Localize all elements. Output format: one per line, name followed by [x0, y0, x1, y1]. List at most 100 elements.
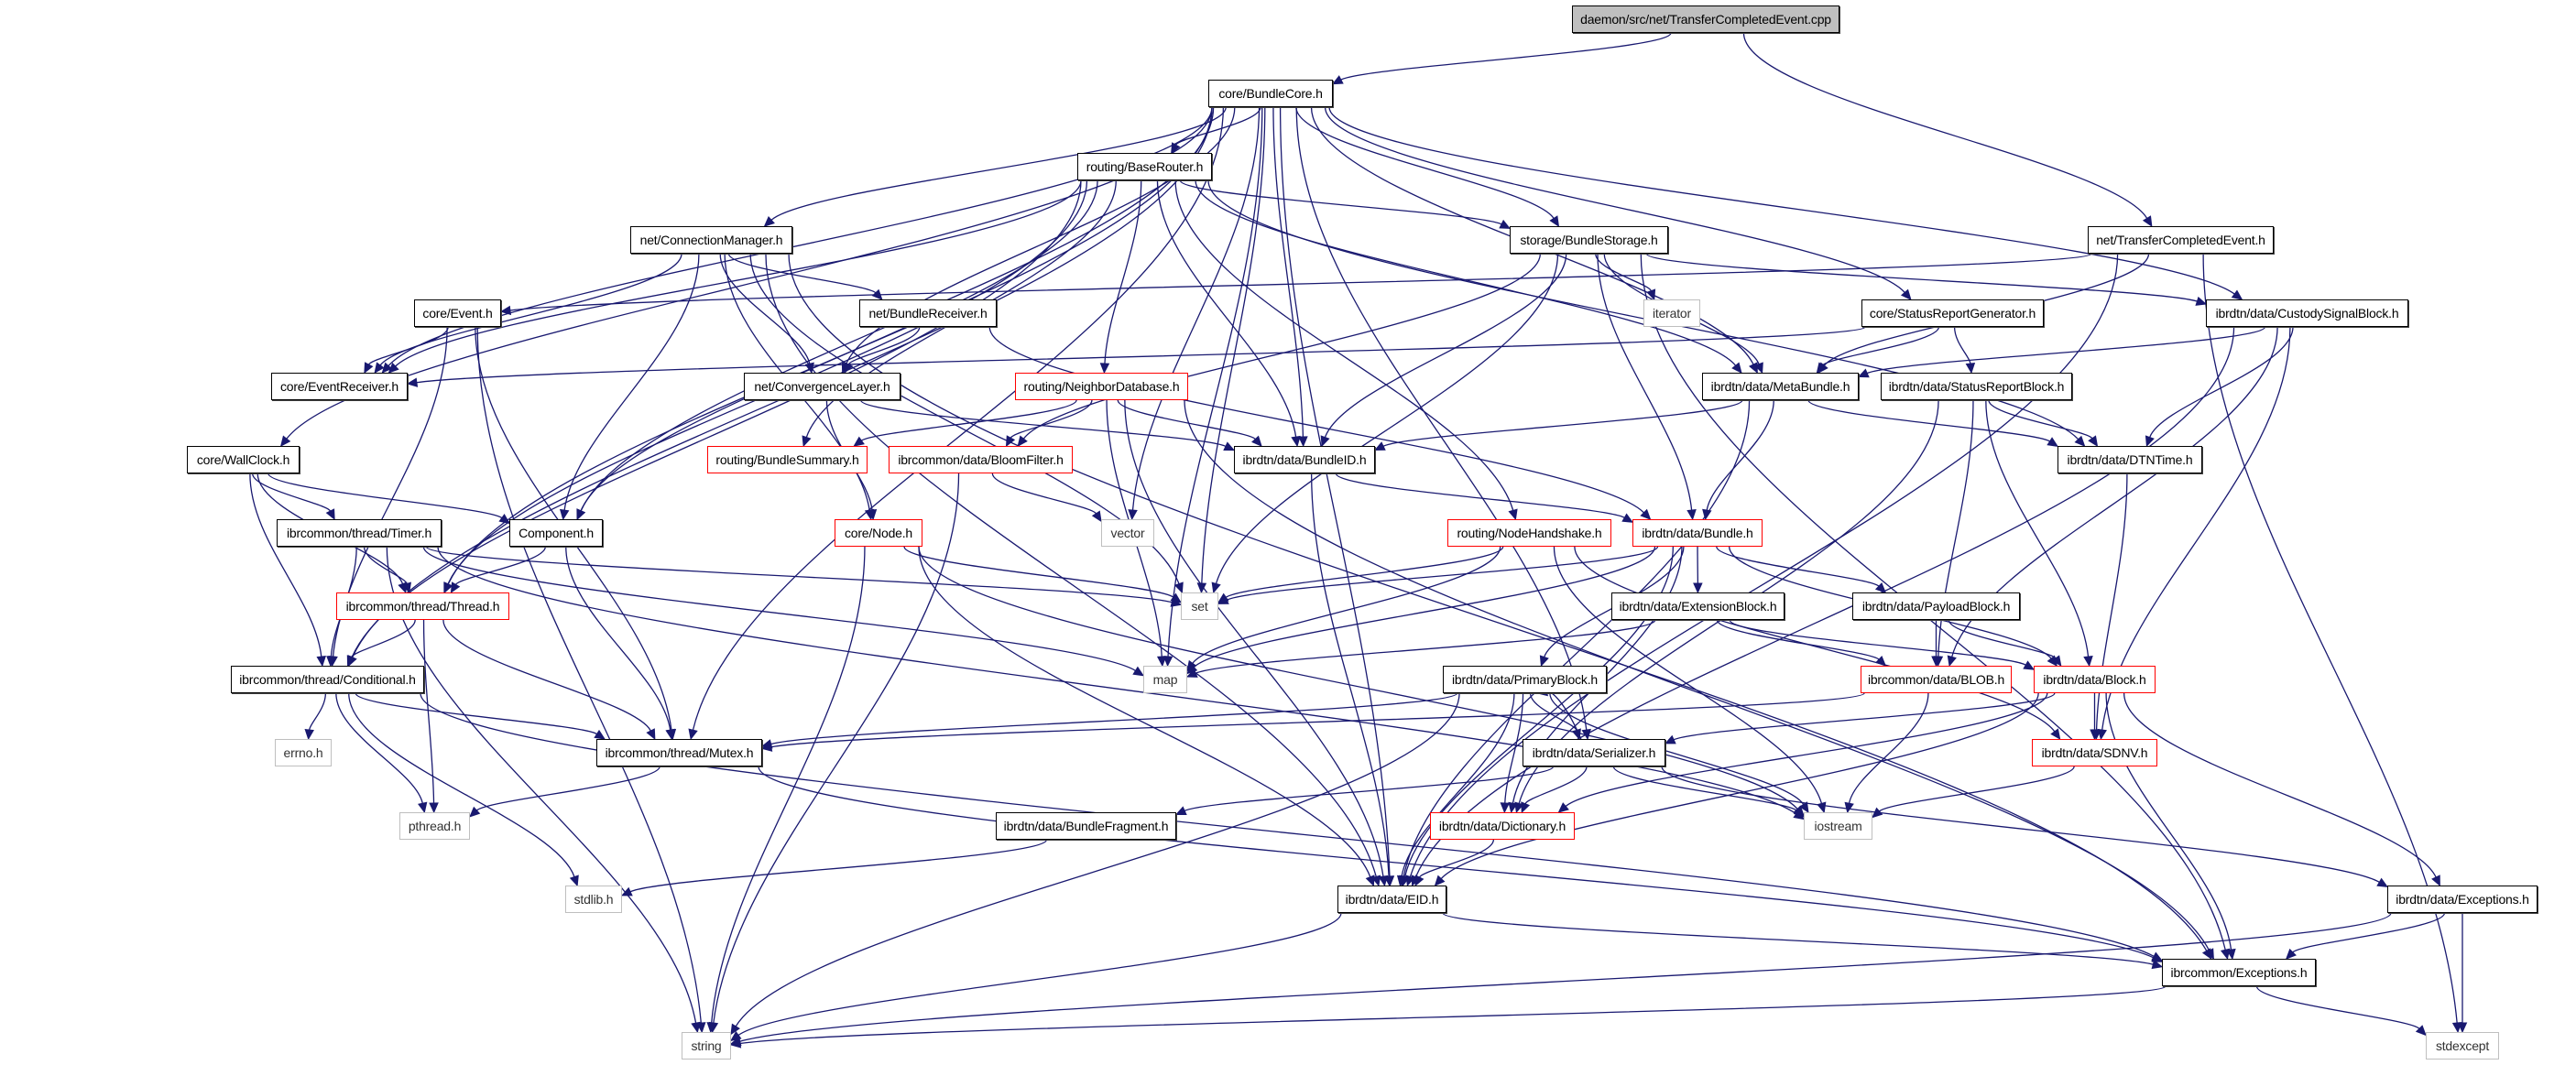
node-connection-manager[interactable]: net/ConnectionManager.h [630, 226, 792, 254]
node-errno[interactable]: errno.h [275, 739, 332, 766]
edge-bundlecore-to-convlayer [845, 106, 1236, 365]
edge-baserouter-to-dtntime [1207, 179, 2079, 440]
node-block[interactable]: ibrdtn/data/Block.h [2034, 666, 2156, 693]
edge-metabundle-to-bundleid [1382, 399, 1743, 447]
node-string[interactable]: string [682, 1032, 731, 1060]
node-sdnv[interactable]: ibrdtn/data/SDNV.h [2032, 739, 2157, 766]
arrowhead-stdlib [620, 886, 633, 897]
arrowhead-eventreceiver [387, 362, 399, 374]
arrowhead-eventreceiver [374, 362, 385, 374]
edge-bundlecore-to-bundleid [1272, 106, 1304, 438]
edge-tce_h-to-event [509, 253, 2092, 311]
arrowhead-tce_h [2142, 215, 2153, 228]
node-bundle-receiver[interactable]: net/BundleReceiver.h [859, 299, 997, 327]
node-extension-block[interactable]: ibrdtn/data/ExtensionBlock.h [1611, 592, 1785, 620]
node-bundle-fragment[interactable]: ibrdtn/data/BundleFragment.h [996, 812, 1176, 840]
arrowhead-set [1173, 581, 1184, 594]
node-status-report-block[interactable]: ibrdtn/data/StatusReportBlock.h [1881, 373, 2072, 400]
node-eid[interactable]: ibrdtn/data/EID.h [1337, 886, 1446, 913]
arrowhead-timer [325, 508, 335, 521]
node-payload-block[interactable]: ibrdtn/data/PayloadBlock.h [1852, 592, 2020, 620]
node-event[interactable]: core/Event.h [414, 299, 501, 327]
edge-primaryblock-to-eid [1401, 692, 1515, 877]
node-thread[interactable]: ibrcommon/thread/Thread.h [336, 592, 509, 620]
node-dtn-time[interactable]: ibrdtn/data/DTNTime.h [2058, 446, 2202, 473]
node-blob[interactable]: ibrcommon/data/BLOB.h [1861, 666, 2012, 693]
node-iostream[interactable]: iostream [1804, 812, 1872, 840]
edge-bundlecore-to-bundlestorage [1295, 106, 1555, 219]
edge-bundlereceiver-to-convlayer [847, 326, 921, 365]
arrowhead-eid [1414, 875, 1424, 887]
node-conditional[interactable]: ibrcommon/thread/Conditional.h [231, 666, 424, 693]
node-event-receiver[interactable]: core/EventReceiver.h [271, 373, 408, 400]
edge-ibrexceptions-to-stdexcept [2255, 985, 2420, 1029]
node-stdexcept[interactable]: stdexcept [2426, 1032, 2499, 1060]
node-bundle-id[interactable]: ibrdtn/data/BundleID.h [1234, 446, 1375, 473]
node-bloom-filter[interactable]: ibrcommon/data/BloomFilter.h [889, 446, 1073, 473]
node-neighbor-database[interactable]: routing/NeighborDatabase.h [1015, 373, 1188, 400]
edge-mutex-to-ibrexceptions [758, 766, 2155, 959]
arrowhead-bundleid [1291, 435, 1301, 448]
node-bundle-summary[interactable]: routing/BundleSummary.h [707, 446, 868, 473]
node-iterator[interactable]: iterator [1643, 299, 1700, 327]
node-custody-signal-block[interactable]: ibrdtn/data/CustodySignalBlock.h [2206, 299, 2408, 327]
node-convergence-layer[interactable]: net/ConvergenceLayer.h [744, 373, 901, 400]
edge-bundlecore-to-set [1201, 106, 1266, 584]
node-bundle-storage[interactable]: storage/BundleStorage.h [1510, 226, 1668, 254]
arrowhead-dictionary [1514, 801, 1524, 814]
arrowhead-metabundle [1731, 362, 1742, 374]
node-set[interactable]: set [1181, 592, 1218, 620]
node-component[interactable]: Component.h [509, 519, 603, 547]
node-dtn-exceptions[interactable]: ibrdtn/data/Exceptions.h [2387, 886, 2538, 913]
node-vector[interactable]: vector [1101, 519, 1154, 547]
node-core-node[interactable]: core/Node.h [835, 519, 922, 547]
arrowhead-bundleid [1251, 435, 1262, 447]
edge-statusblock-to-blob [1937, 399, 1974, 657]
node-pthread[interactable]: pthread.h [399, 812, 470, 840]
arrowhead-component [498, 514, 510, 525]
arrowhead-statusgen [1900, 288, 1912, 300]
node-status-report-generator[interactable]: core/StatusReportGenerator.h [1861, 299, 2044, 327]
node-serializer[interactable]: ibrdtn/data/Serializer.h [1523, 739, 1665, 766]
edge-bundlecore-to-eid [1279, 106, 1391, 877]
arrowhead-ibrexceptions [2151, 959, 2164, 970]
node-stdlib[interactable]: stdlib.h [565, 886, 622, 913]
edge-serializer-to-bundlefragment [1184, 766, 1555, 811]
arrowhead-bundlereceiver [871, 288, 883, 300]
arrowhead-ibrexceptions [2151, 952, 2164, 962]
edge-block-to-dtnexceptions [2123, 692, 2437, 878]
edge-bundlestorage-to-bundleid [1324, 253, 1567, 438]
arrowhead-dictionary [1557, 802, 1569, 813]
node-meta-bundle[interactable]: ibrdtn/data/MetaBundle.h [1702, 373, 1859, 400]
edge-blob-to-iostream [1848, 692, 1929, 804]
arrowhead-vector [1091, 510, 1102, 523]
arrowhead-wallclock [279, 435, 291, 447]
arrowhead-thread [401, 581, 411, 594]
arrowhead-map [1185, 668, 1198, 678]
edge-dictionary-to-eid [1418, 839, 1495, 878]
node-dictionary[interactable]: ibrdtn/data/Dictionary.h [1430, 812, 1575, 840]
node-primary-block[interactable]: ibrdtn/data/PrimaryBlock.h [1443, 666, 1607, 693]
node-timer[interactable]: ibrcommon/thread/Timer.h [277, 519, 442, 547]
node-transfer-completed-event-cpp[interactable]: daemon/src/net/TransferCompletedEvent.cp… [1572, 5, 1839, 33]
edge-dtnexceptions-to-string [739, 912, 2392, 1042]
arrowhead-mutex [688, 728, 698, 741]
edge-dtnexceptions-to-ibrexceptions [2292, 912, 2446, 953]
node-mutex[interactable]: ibrcommon/thread/Mutex.h [596, 739, 762, 766]
arrowhead-bundlestorage [1549, 215, 1560, 228]
arrowhead-ibrexceptions [2226, 948, 2236, 961]
node-node-handshake[interactable]: routing/NodeHandshake.h [1447, 519, 1611, 547]
arrowhead-eventreceiver [364, 362, 374, 375]
edge-block-to-serializer [1673, 692, 2056, 741]
arrowhead-conditional [346, 655, 356, 668]
node-bundle-core[interactable]: core/BundleCore.h [1208, 80, 1333, 107]
node-ibrcommon-exceptions[interactable]: ibrcommon/Exceptions.h [2162, 959, 2316, 986]
arrowhead-metabundle [1753, 362, 1763, 375]
node-base-router[interactable]: routing/BaseRouter.h [1077, 153, 1212, 180]
edge-timer-to-set [425, 546, 1173, 603]
arrowhead-bundlesummary [802, 435, 812, 448]
node-bundle[interactable]: ibrdtn/data/Bundle.h [1632, 519, 1763, 547]
node-wall-clock[interactable]: core/WallClock.h [187, 446, 300, 473]
node-map[interactable]: map [1143, 666, 1187, 693]
node-transfer-completed-event-h[interactable]: net/TransferCompletedEvent.h [2088, 226, 2274, 254]
